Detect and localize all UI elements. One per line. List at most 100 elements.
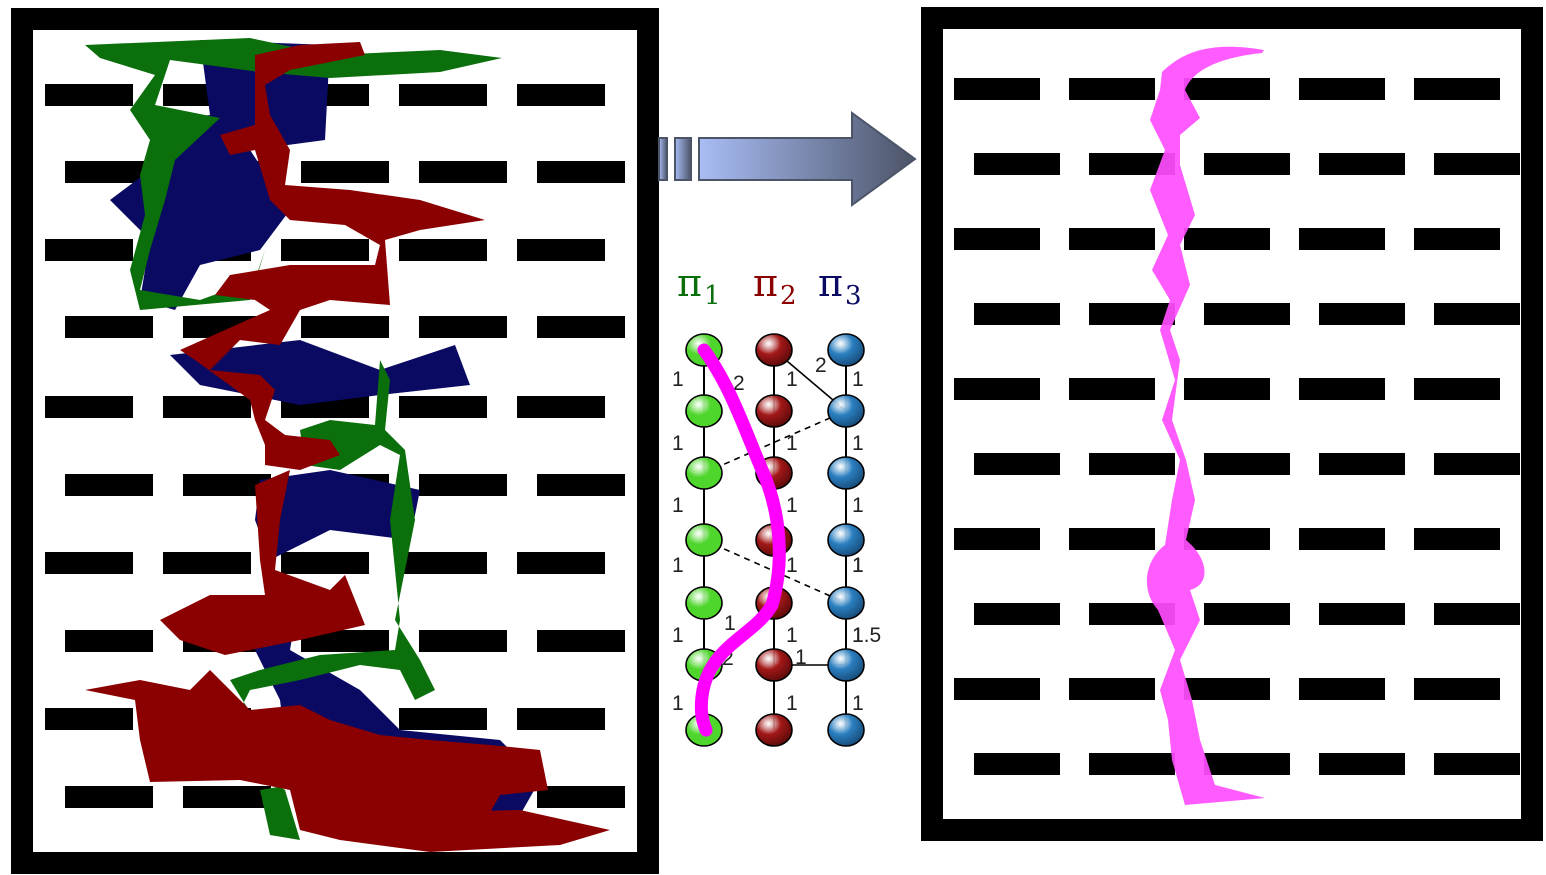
obstacle <box>974 453 1060 475</box>
obstacle <box>183 786 271 808</box>
obstacle <box>183 474 271 496</box>
obstacle <box>65 161 153 183</box>
input-path-region <box>85 38 502 310</box>
obstacle <box>1184 528 1270 550</box>
obstacle <box>1069 228 1155 250</box>
edge-weight-label: 1 <box>852 494 864 517</box>
obstacle <box>974 303 1060 325</box>
edge-weight-label: 1 <box>795 646 807 669</box>
obstacle <box>954 678 1040 700</box>
obstacle <box>1319 153 1405 175</box>
obstacle <box>419 474 507 496</box>
obstacle <box>537 316 625 338</box>
input-path-region <box>255 470 420 560</box>
obstacle <box>1069 78 1155 100</box>
edge-weight-label: 1 <box>786 368 798 391</box>
obstacle <box>1414 678 1500 700</box>
obstacle <box>1204 153 1290 175</box>
obstacle <box>1434 603 1520 625</box>
obstacle <box>1299 78 1385 100</box>
obstacle <box>163 552 251 574</box>
graph-edge-dashed <box>703 410 847 474</box>
input-paths <box>85 38 610 852</box>
obstacle <box>1299 678 1385 700</box>
arrow-dash-2 <box>674 137 692 181</box>
graph-node-1 <box>685 456 723 490</box>
obstacle <box>974 153 1060 175</box>
legend-pi-2: π2 <box>753 261 797 311</box>
obstacle <box>537 161 625 183</box>
obstacle <box>1069 678 1155 700</box>
obstacle <box>1089 153 1175 175</box>
edge-weight-label: 1 <box>786 624 798 647</box>
obstacle <box>954 228 1040 250</box>
obstacle <box>1414 378 1500 400</box>
obstacle <box>419 161 507 183</box>
legend: π1 π2 π3 <box>677 261 862 311</box>
edge-weight-label: 1 <box>852 368 864 391</box>
graph-node-1 <box>685 394 723 428</box>
obstacle <box>1204 603 1290 625</box>
obstacle <box>1089 753 1175 775</box>
obstacle <box>954 78 1040 100</box>
graph-node-3 <box>827 333 865 367</box>
obstacle <box>537 474 625 496</box>
graph-node-3 <box>827 713 865 747</box>
obstacle <box>281 239 369 261</box>
input-path-region <box>85 670 610 852</box>
graph-nodes <box>685 333 865 747</box>
obstacle <box>1434 303 1520 325</box>
obstacle <box>1204 753 1290 775</box>
right-panel-frame <box>921 7 1543 841</box>
obstacle <box>163 396 251 418</box>
obstacle <box>1319 303 1405 325</box>
transform-arrow <box>658 111 917 207</box>
edge-weight-label: 2 <box>722 647 734 670</box>
input-path-region <box>110 40 330 310</box>
obstacle <box>1204 453 1290 475</box>
obstacle <box>399 708 487 730</box>
obstacle <box>1204 303 1290 325</box>
edge-weight-label: 1 <box>786 692 798 715</box>
obstacle <box>1089 603 1175 625</box>
graph-node-3 <box>827 456 865 490</box>
edge-weight-label: 1 <box>852 692 864 715</box>
obstacle <box>301 316 389 338</box>
edge-weight-label: 1 <box>786 432 798 455</box>
edge-weight-label: 1 <box>852 554 864 577</box>
obstacle <box>45 552 133 574</box>
obstacle <box>399 396 487 418</box>
obstacle <box>517 84 605 106</box>
obstacle <box>1069 378 1155 400</box>
obstacle <box>1184 378 1270 400</box>
obstacle <box>1319 603 1405 625</box>
graph-node-3 <box>827 523 865 557</box>
input-path-region <box>180 42 485 470</box>
obstacle <box>45 396 133 418</box>
graph-node-2 <box>755 333 793 367</box>
edge-weight-label: 1 <box>724 612 736 635</box>
graph-node-3 <box>827 586 865 620</box>
obstacle <box>399 84 487 106</box>
obstacle <box>1319 453 1405 475</box>
obstacle <box>1069 528 1155 550</box>
graph-node-3 <box>827 394 865 428</box>
obstacle <box>517 239 605 261</box>
edge-weight-label: 1 <box>852 554 864 577</box>
obstacle <box>65 474 153 496</box>
obstacle <box>1184 228 1270 250</box>
obstacle <box>399 552 487 574</box>
right-panel <box>921 7 1543 841</box>
graph-node-3 <box>827 648 865 682</box>
obstacle <box>65 786 153 808</box>
obstacle <box>419 630 507 652</box>
left-panel <box>11 8 659 874</box>
obstacle <box>301 630 389 652</box>
edge-weight-label: 1 <box>672 692 684 715</box>
graph-node-1 <box>685 586 723 620</box>
obstacle <box>1299 228 1385 250</box>
obstacle <box>537 630 625 652</box>
edge-weight-label: 2 <box>733 372 745 395</box>
